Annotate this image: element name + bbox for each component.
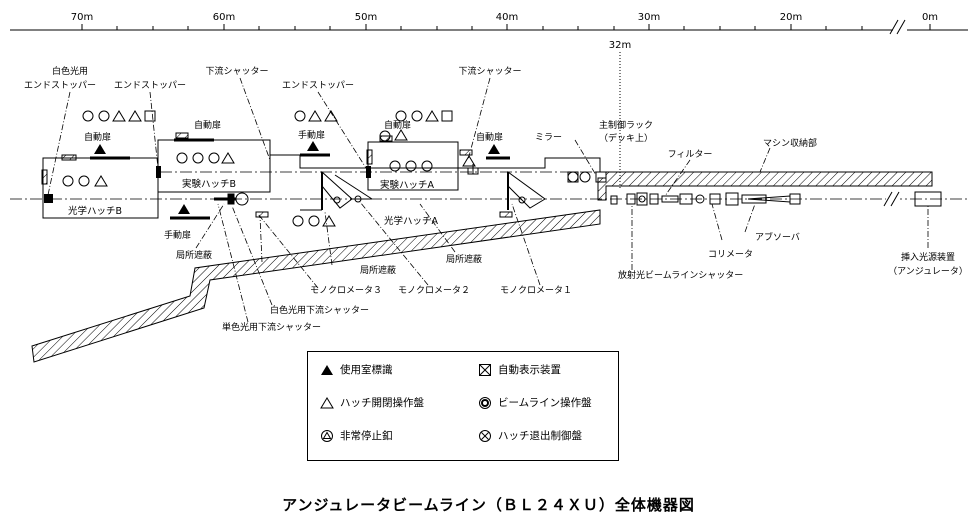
tick-70m: 70m: [71, 12, 93, 23]
label-insertion-device-2: （アンジュレータ）: [888, 266, 968, 277]
distance-scale: 70m 60m 50m 40m 30m 20m 0m 32m: [10, 12, 968, 190]
label-downstream-shutter-1: 下流シャッター: [205, 65, 268, 77]
circle-triangle-icon: [321, 429, 333, 442]
experimental-hutch-a: 実験ハッチA: [367, 141, 459, 191]
tick-50m: 50m: [355, 12, 377, 23]
leader-lines: [47, 77, 929, 323]
marker-32m: 32m: [609, 40, 631, 51]
label-radiation-shutter: 放射光ビームラインシャッター: [618, 269, 743, 281]
legend-hutch-exit-panel: ハッチ退出制御盤: [478, 428, 582, 443]
label-insertion-device-1: 挿入光源装置: [901, 251, 955, 263]
optical-hutch-a-label: 光学ハッチA: [384, 215, 439, 227]
label-machine-storage: マシン収納部: [763, 137, 817, 149]
label-manual-door-1: 手動扉: [298, 129, 325, 141]
label-auto-door-4: 自動扉: [476, 131, 503, 143]
endstopper-b: [156, 166, 161, 178]
tick-60m: 60m: [213, 12, 235, 23]
main-control-rack: [595, 171, 607, 183]
label-absorber: アブソーバ: [755, 231, 800, 243]
monochromator-2: [334, 174, 373, 203]
beamline-panel-icon: [579, 171, 591, 183]
label-local-shield-2: 局所遮蔽: [360, 264, 396, 276]
label-collimator: コリメータ: [708, 249, 753, 260]
door-frames: [41, 132, 513, 218]
white-light-endstopper: [44, 194, 53, 203]
optical-hutch-a-wall: [270, 154, 601, 172]
tick-0m: 0m: [922, 12, 938, 23]
label-endstopper-1: エンドストッパー: [114, 80, 186, 91]
experimental-hutch-b: 実験ハッチB: [157, 139, 271, 193]
tick-30m: 30m: [638, 12, 660, 23]
room-signs: [94, 141, 500, 214]
endstopper-a: [366, 166, 371, 178]
label-mono1: モノクロメータ１: [500, 285, 572, 296]
label-mono2: モノクロメータ２: [398, 285, 470, 296]
label-endstopper-2: エンドストッパー: [282, 80, 354, 91]
label-white-downstream-shutter: 白色光用下流シャッター: [270, 304, 369, 316]
label-auto-door-2: 自動扉: [194, 119, 221, 131]
panel-symbols: [62, 110, 579, 227]
filled-triangle-icon: [321, 364, 333, 375]
label-mono-downstream-shutter: 単色光用下流シャッター: [222, 321, 321, 333]
label-auto-door-3: 自動扉: [384, 119, 411, 131]
tick-40m: 40m: [496, 12, 518, 23]
monochromator-3: [300, 170, 353, 211]
label-downstream-shutter-2: 下流シャッター: [458, 65, 521, 77]
outline-triangle-icon: [320, 396, 334, 408]
svg-text:光学ハッチB: 光学ハッチB: [68, 205, 122, 217]
label-white-endstopper-1: 白色光用: [52, 65, 88, 77]
label-auto-door-1: 自動扉: [84, 131, 111, 143]
tick-20m: 20m: [780, 12, 802, 23]
circle-x-icon: [479, 429, 491, 442]
label-main-rack-1: 主制御ラック: [599, 119, 653, 131]
label-manual-door-2: 手動扉: [164, 229, 191, 241]
label-mirror: ミラー: [535, 132, 562, 143]
diagram-title: アンジュレータビームライン（ＢＬ２４ＸＵ）全体機器図: [282, 496, 695, 514]
boxed-x-icon: [479, 363, 491, 376]
label-white-endstopper-2: エンドストッパー: [24, 80, 96, 91]
label-main-rack-2: （デッキ上）: [599, 132, 653, 144]
double-circle-icon: [479, 396, 491, 409]
svg-text:実験ハッチB: 実験ハッチB: [182, 178, 236, 190]
legend-room-sign: 使用室標識: [320, 362, 393, 377]
legend-emergency-stop: 非常停止釦: [320, 428, 393, 443]
legend-auto-display: 自動表示装置: [478, 362, 561, 377]
legend-hutch-panel: ハッチ開閉操作盤: [320, 395, 424, 410]
labels: 白色光用 エンドストッパー エンドストッパー 下流シャッター エンドストッパー …: [24, 65, 968, 333]
downstream-shutters: [214, 192, 249, 206]
legend: 使用室標識 自動表示装置 ハッチ開閉操作盤 ビームライン操作盤 非常停止釦 ハッ…: [307, 351, 619, 461]
svg-text:実験ハッチA: 実験ハッチA: [380, 179, 435, 191]
label-local-shield-1: 局所遮蔽: [176, 249, 212, 261]
label-filter: フィルター: [668, 149, 713, 160]
label-local-shield-3: 局所遮蔽: [446, 253, 482, 265]
legend-beamline-panel: ビームライン操作盤: [478, 395, 592, 410]
monochromator-1: [507, 171, 546, 210]
label-mono3: モノクロメータ３: [310, 285, 382, 296]
door-bars: [90, 138, 510, 220]
frontend-components: [610, 191, 942, 207]
shield-walls: [31, 171, 933, 363]
optical-hutch-b: 光学ハッチB: [42, 157, 159, 219]
